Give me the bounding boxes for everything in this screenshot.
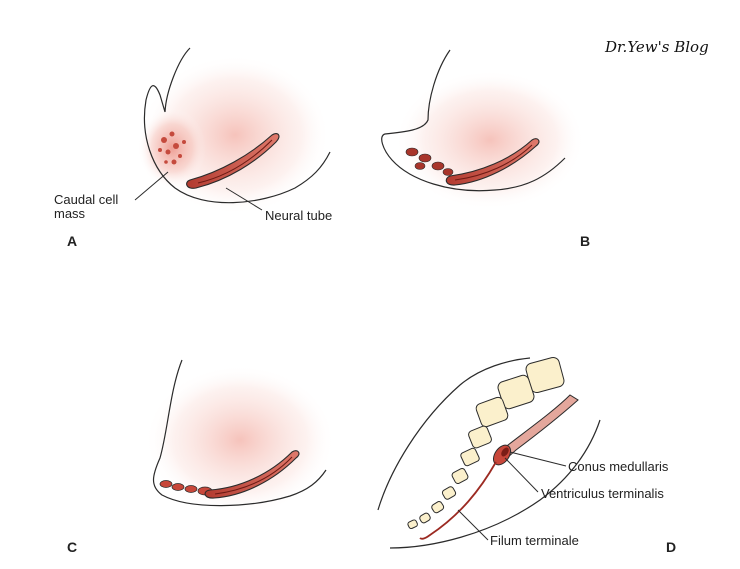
- vertebra: [451, 467, 469, 484]
- label-caudal-cell: Caudal cell: [54, 193, 118, 207]
- label-neural-tube: Neural tube: [265, 209, 332, 223]
- vertebra: [419, 512, 432, 524]
- vertebra: [467, 425, 492, 449]
- leader-filum-terminale: [458, 510, 488, 540]
- panel-letter-a: A: [67, 233, 77, 249]
- vertebra: [431, 500, 445, 513]
- vertebral-column: [407, 356, 565, 529]
- label-caudal-cell-mass: mass: [54, 207, 85, 221]
- label-conus-medullaris: Conus medullaris: [568, 460, 668, 474]
- leader-conus-medullaris: [510, 452, 566, 466]
- vertebra: [407, 519, 418, 529]
- panel-d-skin-outline: [390, 420, 600, 548]
- panel-b-tissue-glow: [395, 70, 585, 210]
- caudal-cell-mass-glow: [138, 108, 206, 188]
- label-filum-terminale: Filum terminale: [490, 534, 579, 548]
- panel-letter-c: C: [67, 539, 77, 555]
- label-ventriculus-terminalis: Ventriculus terminalis: [541, 487, 664, 501]
- panel-a: [135, 48, 330, 215]
- panel-c: [145, 360, 335, 515]
- panel-b: [382, 50, 585, 210]
- panel-d: [378, 356, 600, 548]
- vertebra: [441, 486, 456, 501]
- vertebra: [460, 447, 480, 466]
- blog-watermark: Dr.Yew's Blog: [605, 38, 709, 56]
- panel-letter-d: D: [666, 539, 676, 555]
- panel-letter-b: B: [580, 233, 590, 249]
- leader-ventriculus-terminalis: [505, 458, 538, 492]
